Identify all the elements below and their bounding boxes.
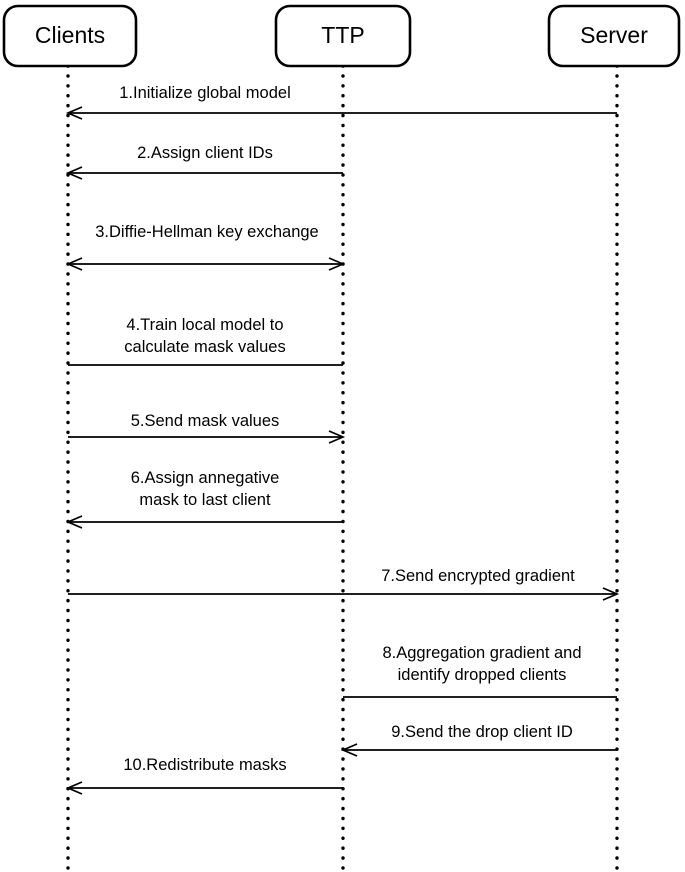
actor-server[interactable]: Server: [547, 4, 681, 68]
message-label-line: 9.Send the drop client ID: [391, 723, 573, 741]
message-label-line: 8.Aggregation gradient and: [382, 644, 581, 662]
message-label-line: 7.Send encrypted gradient: [381, 567, 575, 585]
message-label-line: 4.Train local model to: [126, 316, 283, 334]
message-label-8: 8.Aggregation gradient and identify dropp…: [382, 644, 581, 684]
actor-box-clients: [2, 4, 138, 68]
message-6[interactable]: 6.Assign annegative mask to last client: [65, 469, 343, 529]
actor-box-server: [547, 4, 681, 68]
message-4[interactable]: 4.Train local model to calculate mask val…: [68, 316, 343, 366]
arrowhead-right-7: [602, 587, 620, 601]
message-label-line: mask to last client: [139, 491, 271, 509]
message-8[interactable]: 8.Aggregation gradient and identify dropp…: [343, 644, 617, 698]
message-label-6: 6.Assign annegative mask to last client: [131, 469, 280, 509]
arrowhead-right-5: [328, 430, 346, 444]
message-3[interactable]: 3.Diffie-Hellman key exchange: [65, 223, 346, 271]
message-label-line: 3.Diffie-Hellman key exchange: [95, 223, 318, 241]
actor-clients[interactable]: Clients: [2, 4, 138, 68]
arrowhead-left-10: [65, 781, 83, 795]
actor-box-ttp: [274, 4, 412, 68]
message-label-line: 6.Assign annegative: [131, 469, 280, 487]
arrowhead-right-3: [328, 257, 346, 271]
message-label-2: 2.Assign client IDs: [137, 144, 273, 162]
actor-label-ttp: TTP: [321, 22, 364, 48]
actors-layer: Clients TTP Server: [2, 4, 681, 68]
actor-label-clients: Clients: [35, 22, 105, 48]
lifelines-layer: [66, 64, 619, 872]
message-label-line: 10.Redistribute masks: [123, 756, 286, 774]
messages-layer: 1.Initialize global model 2.Assign client…: [65, 84, 620, 795]
arrowhead-left-2: [65, 166, 83, 180]
message-label-line: identify dropped clients: [398, 666, 567, 684]
message-label-9: 9.Send the drop client ID: [391, 723, 573, 741]
message-label-line: calculate mask values: [124, 338, 285, 356]
message-7[interactable]: 7.Send encrypted gradient: [68, 567, 620, 601]
message-label-4: 4.Train local model to calculate mask val…: [124, 316, 285, 356]
message-label-10: 10.Redistribute masks: [123, 756, 286, 774]
message-label-5: 5.Send mask values: [131, 412, 280, 430]
message-label-7: 7.Send encrypted gradient: [381, 567, 575, 585]
message-5[interactable]: 5.Send mask values: [68, 412, 346, 444]
arrowhead-left-6: [65, 515, 83, 529]
message-label-line: 5.Send mask values: [131, 412, 280, 430]
message-10[interactable]: 10.Redistribute masks: [65, 756, 343, 795]
message-label-line: 2.Assign client IDs: [137, 144, 273, 162]
actor-ttp[interactable]: TTP: [274, 4, 412, 68]
arrowhead-left-9: [340, 743, 358, 757]
message-label-1: 1.Initialize global model: [119, 84, 291, 102]
message-label-3: 3.Diffie-Hellman key exchange: [95, 223, 318, 241]
message-9[interactable]: 9.Send the drop client ID: [340, 723, 617, 757]
message-1[interactable]: 1.Initialize global model: [65, 84, 617, 120]
message-label-line: 1.Initialize global model: [119, 84, 291, 102]
message-2[interactable]: 2.Assign client IDs: [65, 144, 343, 180]
arrowhead-left-1: [65, 106, 83, 120]
arrowhead-left-3: [65, 257, 83, 271]
actor-label-server: Server: [580, 22, 648, 48]
